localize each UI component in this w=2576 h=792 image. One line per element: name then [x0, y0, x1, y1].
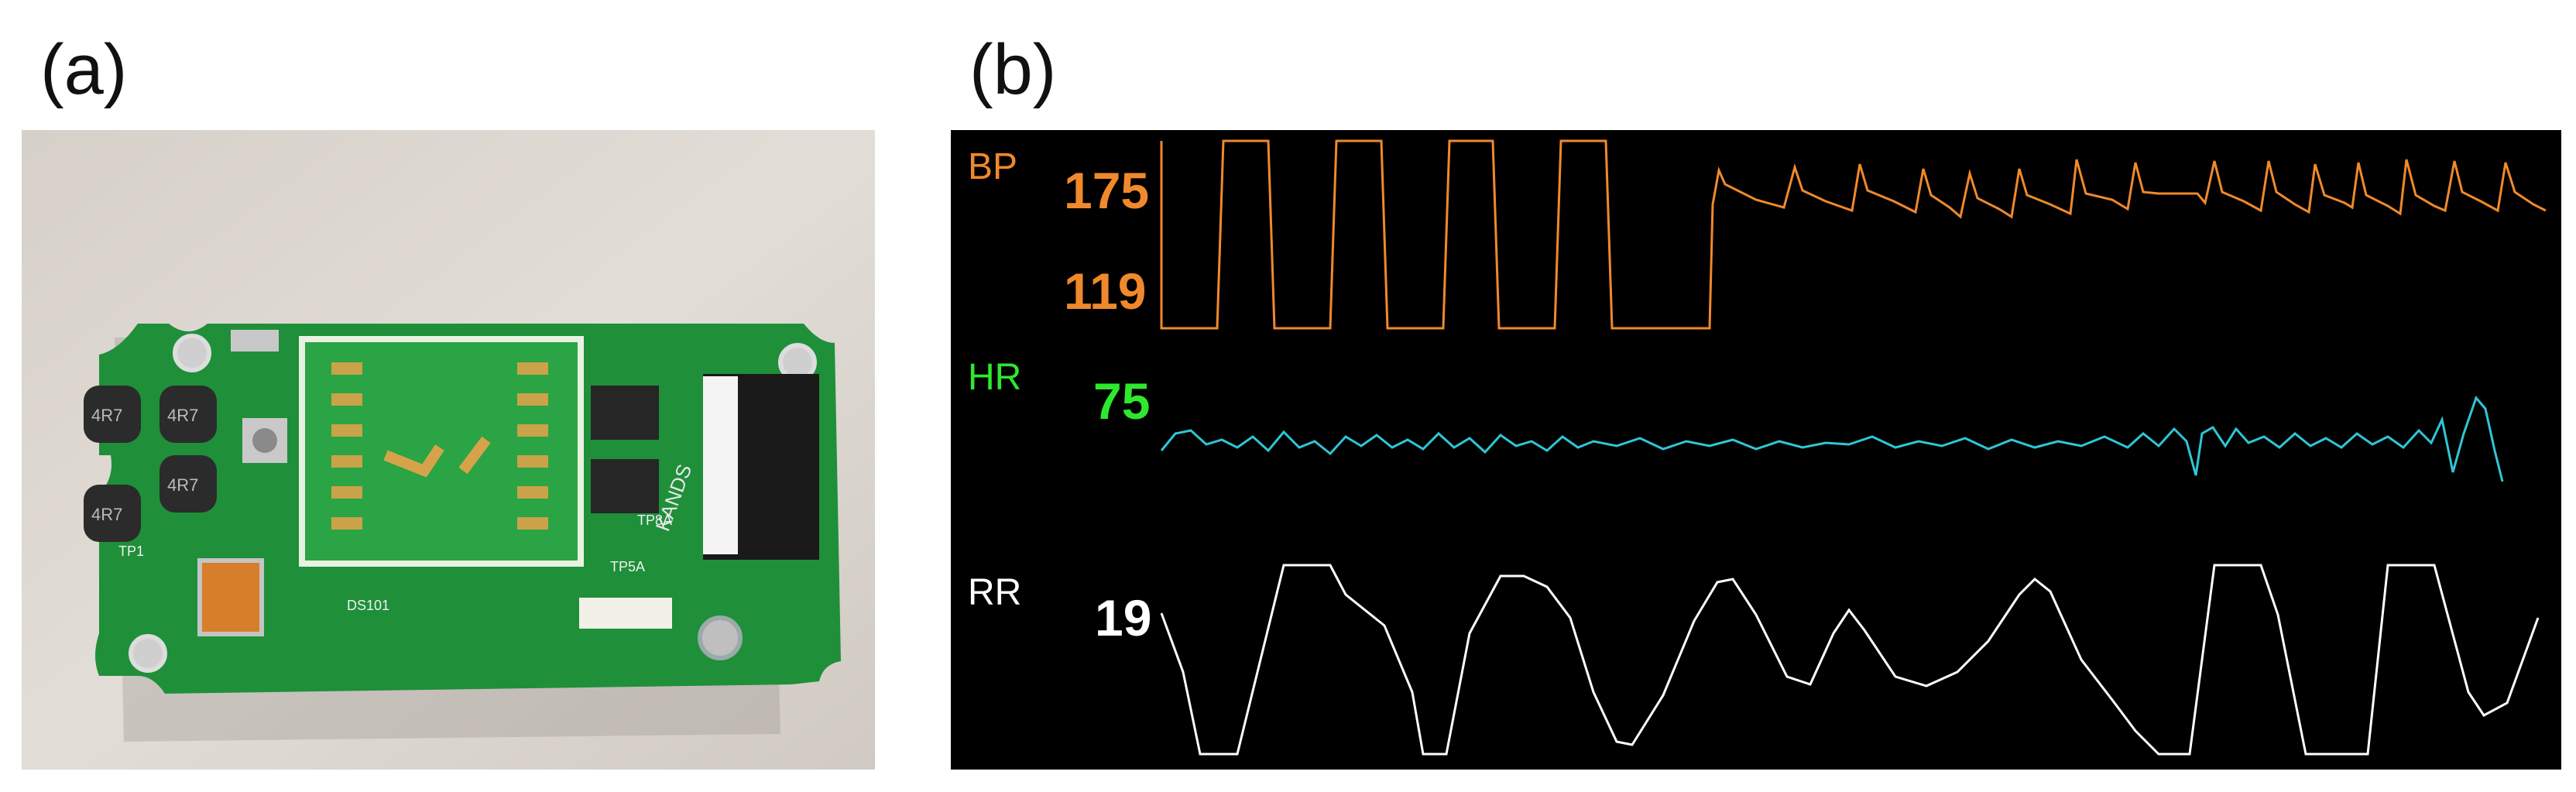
panel-label-a: (a)	[40, 30, 128, 109]
rr-label: RR	[968, 572, 1022, 613]
bp-diastolic-value: 119	[1064, 262, 1147, 320]
antenna-trace	[383, 444, 444, 478]
vital-signs-monitor: BP 175 119 HR 75 RR 19	[951, 130, 2561, 770]
mount-hole	[129, 634, 167, 673]
hr-waveform	[1160, 396, 2504, 482]
svg-text:4R7: 4R7	[91, 406, 122, 425]
switch-button	[252, 428, 277, 453]
pcb-photo: 4R7 4R7 4R7 4R7	[22, 130, 875, 770]
rr-value: 19	[1095, 589, 1152, 646]
ic-chip	[591, 459, 659, 513]
usb-connector	[197, 558, 264, 636]
bp-label: BP	[968, 146, 1018, 187]
hr-value: 75	[1093, 372, 1151, 430]
inductor: 4R7	[159, 455, 217, 513]
rr-waveform	[1160, 564, 2540, 756]
mount-hole	[698, 615, 743, 660]
svg-text:DS101: DS101	[347, 598, 389, 613]
svg-text:4R7: 4R7	[167, 406, 198, 425]
inductor: 4R7	[159, 386, 217, 443]
svg-text:TP8A: TP8A	[637, 513, 672, 528]
antenna-trace	[458, 436, 491, 475]
bp-systolic-value: 175	[1064, 162, 1150, 219]
svg-text:4R7: 4R7	[167, 475, 198, 495]
svg-text:4R7: 4R7	[91, 505, 122, 524]
mount-hole	[173, 334, 211, 372]
bp-waveform	[1160, 139, 2547, 330]
panel-label-b: (b)	[969, 30, 1057, 109]
label-sticker	[703, 376, 738, 554]
top-connector	[231, 330, 279, 351]
inductor: 4R7	[84, 386, 141, 443]
antenna-pads	[331, 362, 548, 530]
inductor: 4R7	[84, 485, 141, 542]
hr-label: HR	[968, 357, 1022, 398]
ic-chip	[591, 386, 659, 440]
svg-text:TP5A: TP5A	[610, 559, 645, 574]
svg-text:TP1: TP1	[118, 543, 144, 559]
header-connector	[579, 598, 672, 629]
